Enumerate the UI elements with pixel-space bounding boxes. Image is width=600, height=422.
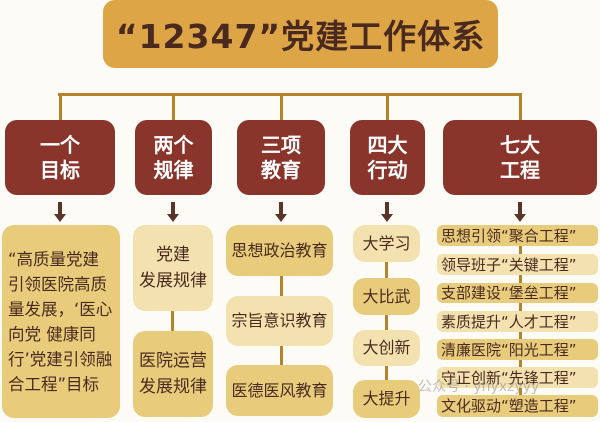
project-item: 领导班子“关键工程”	[437, 254, 598, 275]
connector-drop	[386, 93, 389, 120]
rule-item: 医院运营 发展规律	[133, 331, 213, 417]
project-item: 文化驱动“塑造工程”	[437, 395, 598, 417]
category-one-goal: 一个 目标	[5, 120, 115, 195]
category-four-actions: 四大 行动	[350, 120, 425, 195]
connector-vertical	[385, 255, 388, 385]
category-seven-projects: 七大 工程	[443, 120, 597, 195]
connector-drop	[519, 93, 522, 120]
education-item: 宗旨意识教育	[226, 296, 333, 346]
project-item: 支部建设“堡垒工程”	[437, 283, 598, 303]
category-three-education: 三项 教育	[237, 120, 325, 195]
education-item: 医德医风教育	[226, 365, 333, 416]
project-item: 守正创新“先锋工程”	[437, 367, 598, 388]
connector-horizontal	[58, 93, 522, 96]
connector-drop	[59, 93, 62, 120]
action-item: 大提升	[353, 380, 420, 418]
goal-item: “高质量党建引领医院高质量发展，‘医心向党 健康同行’党建引领融合工程”目标	[2, 225, 120, 418]
action-item: 大比武	[353, 278, 420, 315]
rule-item: 党建 发展规律	[133, 225, 213, 311]
project-item: 清廉医院“阳光工程”	[437, 339, 598, 360]
education-item: 思想政治教育	[226, 225, 333, 276]
connector-drop	[172, 93, 175, 120]
diagram-title: “12347”党建工作体系	[103, 0, 498, 68]
project-item: 思想引领“聚合工程”	[437, 225, 598, 246]
watermark: 公众号 · ynyxzyyy	[418, 379, 540, 395]
connector-vertical	[171, 305, 174, 335]
connector-drop	[280, 93, 283, 120]
action-item: 大学习	[353, 225, 420, 262]
project-item: 素质提升“人才工程”	[437, 311, 598, 332]
action-item: 大创新	[353, 330, 420, 366]
category-two-rules: 两个 规律	[135, 120, 212, 195]
